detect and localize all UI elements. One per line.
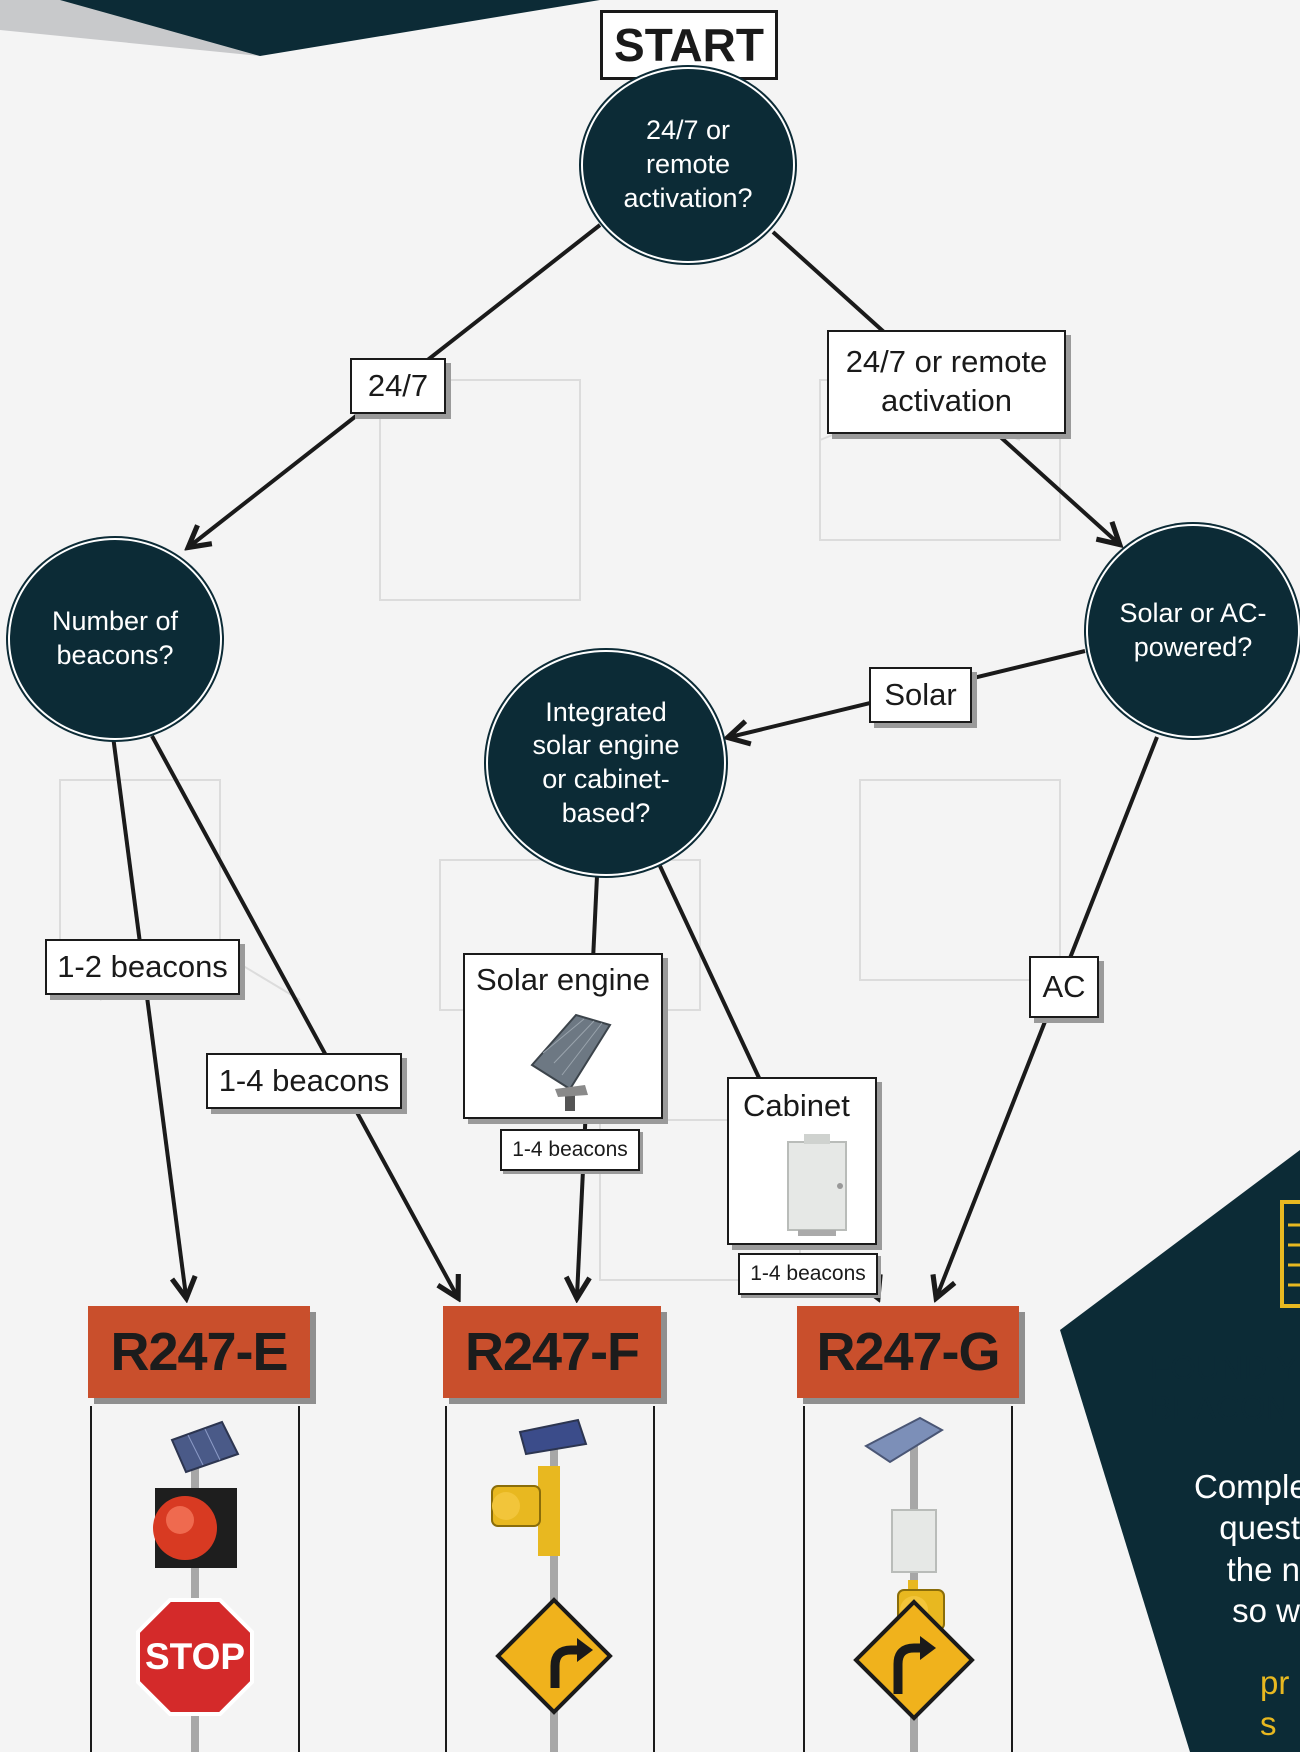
label-solar: Solar <box>869 667 972 723</box>
product-r247-f: R247-F <box>443 1306 661 1398</box>
product-r247-g: R247-G <box>797 1306 1019 1398</box>
product-g-frame <box>803 1406 1013 1752</box>
label-247: 24/7 <box>350 358 446 414</box>
product-e-frame <box>90 1406 300 1752</box>
callout-panel <box>1060 1150 1300 1752</box>
power-node: Solar or AC- powered? <box>1086 524 1300 738</box>
edge-14-beacons <box>150 735 457 1296</box>
product-r247-e: R247-E <box>88 1306 310 1398</box>
label-remote: 24/7 or remote activation <box>827 330 1066 434</box>
solar-engine-beacons-label: 1-4 beacons <box>500 1129 640 1171</box>
beacon-icon <box>491 1418 613 1752</box>
stop-sign-text: STOP <box>144 1636 246 1677</box>
activation-node: 24/7 or remote activation? <box>581 67 795 263</box>
beacons-node: Number of beacons? <box>8 538 222 740</box>
cabinet-label: Cabinet <box>743 1088 850 1123</box>
solar-engine-label: Solar engine <box>475 962 651 997</box>
label-12-beacons: 1-2 beacons <box>45 939 240 995</box>
product-f-frame <box>445 1406 655 1752</box>
callout-title: FOUND Y BEACON <box>1150 1349 1298 1426</box>
label-ac: AC <box>1029 956 1099 1018</box>
callout-highlight: pr s <box>1260 1664 1290 1743</box>
label-14-beacons: 1-4 beacons <box>206 1053 402 1109</box>
integrated-node: Integrated solar engine or cabinet- base… <box>486 650 726 876</box>
stop-sign-icon <box>136 1598 254 1716</box>
curve-warning-icon <box>853 1599 975 1721</box>
cabinet-icon <box>787 1134 847 1236</box>
curve-warning-icon <box>550 1638 593 1688</box>
checklist-icon <box>1280 1200 1300 1308</box>
edge-12-beacons <box>111 735 186 1296</box>
edge-cabinet <box>658 865 762 1081</box>
solar-panel-icon <box>530 1013 612 1111</box>
cabinet-beacons-label: 1-4 beacons <box>738 1253 878 1295</box>
callout-body: Comple quest the n so w <box>1194 1468 1300 1629</box>
